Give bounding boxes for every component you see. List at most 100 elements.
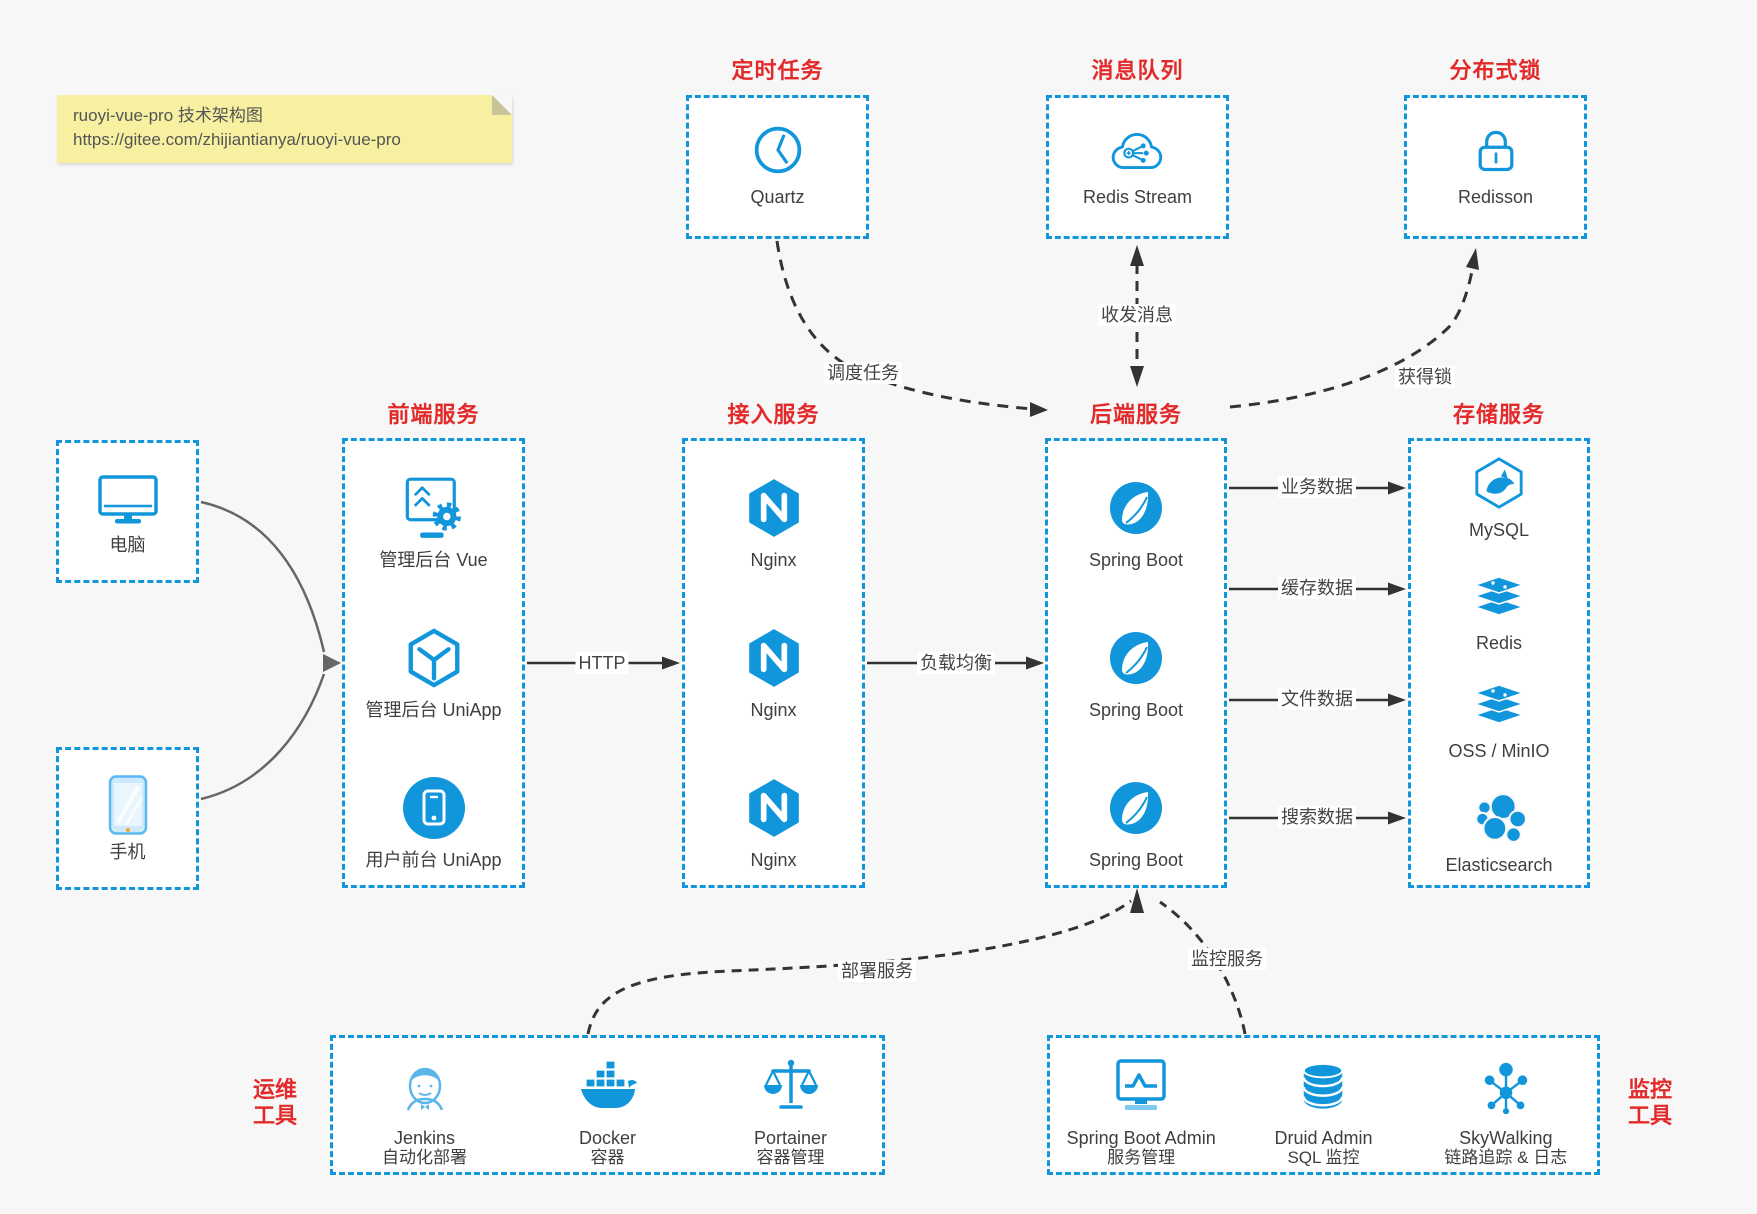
node-sba-desc: 服务管理 xyxy=(1107,1148,1176,1167)
access-box: Nginx Nginx Nginx xyxy=(682,438,865,888)
edge-label-search-data: 搜索数据 xyxy=(1278,806,1356,828)
backend-box: Spring Boot Spring Boot Spring Boot xyxy=(1045,438,1227,888)
node-quartz: Quartz xyxy=(689,122,866,208)
node-sba: Spring Boot Admin 服务管理 xyxy=(1050,1038,1232,1172)
node-portainer: Portainer 容器管理 xyxy=(699,1038,882,1172)
node-springboot-3: Spring Boot xyxy=(1048,776,1224,871)
node-nginx-2-label: Nginx xyxy=(750,700,797,720)
node-nginx-1: Nginx xyxy=(685,476,862,571)
node-nginx-1-label: Nginx xyxy=(750,550,797,570)
clock-icon xyxy=(752,124,804,176)
group-title-monitoring: 监控 工具 xyxy=(1613,1077,1687,1129)
node-docker-desc: 容器 xyxy=(590,1148,625,1167)
node-sba-name: Spring Boot Admin xyxy=(1066,1128,1216,1148)
monitoring-title-line1: 监控 xyxy=(1627,1077,1672,1102)
note-url: https://gitee.com/zhijiantianya/ruoyi-vu… xyxy=(73,130,401,149)
node-mysql-label: MySQL xyxy=(1468,520,1529,540)
node-redis-stream-label: Redis Stream xyxy=(1082,187,1193,207)
node-user-uniapp-label: 用户前台 UniApp xyxy=(365,850,502,870)
node-phone-label: 手机 xyxy=(109,842,146,862)
node-springboot-2: Spring Boot xyxy=(1048,626,1224,721)
mq-box: Redis Stream xyxy=(1046,95,1229,239)
node-redisson-label: Redisson xyxy=(1457,187,1534,207)
group-title-mq: 消息队列 xyxy=(1091,58,1184,83)
node-redis-stream: Redis Stream xyxy=(1049,122,1226,208)
note-fold-corner xyxy=(492,95,512,115)
mysql-icon xyxy=(1472,456,1526,510)
node-docker: Docker 容器 xyxy=(516,1038,699,1172)
nginx-icon xyxy=(746,627,802,689)
user-app-icon xyxy=(402,776,466,840)
edge-label-cache-data: 缓存数据 xyxy=(1278,577,1356,599)
edge-label-biz-data: 业务数据 xyxy=(1278,476,1356,498)
node-jenkins-desc: 自动化部署 xyxy=(382,1148,467,1167)
computer-box: 电脑 xyxy=(56,440,199,583)
spring-boot-icon xyxy=(1108,780,1164,836)
monitor-chart-icon xyxy=(1110,1058,1172,1116)
edge-label-dispatch: 调度任务 xyxy=(824,362,902,384)
node-redis-label: Redis xyxy=(1475,633,1523,653)
edge-label-http: HTTP xyxy=(575,652,629,674)
redis-icon xyxy=(1473,575,1525,617)
edge-label-monitor: 监控服务 xyxy=(1188,948,1266,970)
node-springboot-1-label: Spring Boot xyxy=(1088,550,1184,570)
spring-boot-icon xyxy=(1108,480,1164,536)
group-title-storage: 存储服务 xyxy=(1452,402,1545,427)
node-nginx-3: Nginx xyxy=(685,776,862,871)
node-redisson: Redisson xyxy=(1407,122,1584,208)
ops-title-line1: 运维 xyxy=(252,1077,297,1102)
phone-box: 手机 xyxy=(56,747,199,890)
nginx-icon xyxy=(746,477,802,539)
phone-icon xyxy=(100,775,156,835)
node-skywalking: SkyWalking 链路追踪 & 日志 xyxy=(1415,1038,1597,1172)
node-admin-uniapp-label: 管理后台 UniApp xyxy=(365,700,502,720)
jenkins-icon xyxy=(395,1057,455,1117)
edge-dispatch-task xyxy=(775,240,1048,417)
node-springboot-2-label: Spring Boot xyxy=(1088,700,1184,720)
node-portainer-name: Portainer xyxy=(753,1128,828,1148)
node-computer: 电脑 xyxy=(59,468,196,556)
node-redis: Redis xyxy=(1411,568,1587,654)
edge-label-file-data: 文件数据 xyxy=(1278,688,1356,710)
oss-minio-icon xyxy=(1473,683,1525,725)
portainer-icon xyxy=(761,1057,821,1117)
monitoring-box: Spring Boot Admin 服务管理 Druid Admin SQL 监… xyxy=(1047,1035,1600,1175)
node-druid: Druid Admin SQL 监控 xyxy=(1232,1038,1414,1172)
node-mysql: MySQL xyxy=(1411,455,1587,541)
node-admin-uniapp: 管理后台 UniApp xyxy=(345,626,522,721)
node-nginx-2: Nginx xyxy=(685,626,862,721)
group-title-lock: 分布式锁 xyxy=(1449,58,1542,83)
lock-box: Redisson xyxy=(1404,95,1587,239)
edge-clients-to-frontend xyxy=(200,500,341,801)
node-nginx-3-label: Nginx xyxy=(750,850,797,870)
scheduler-box: Quartz xyxy=(686,95,869,239)
storage-box: MySQL Redis OSS / MinIO Elasticsearch xyxy=(1408,438,1590,888)
node-portainer-desc: 容器管理 xyxy=(756,1148,825,1167)
computer-icon xyxy=(98,470,158,526)
node-skywalking-name: SkyWalking xyxy=(1459,1128,1553,1148)
note-title: ruoyi-vue-pro 技术架构图 xyxy=(73,106,263,125)
node-elasticsearch-label: Elasticsearch xyxy=(1445,855,1553,875)
group-title-scheduler: 定时任务 xyxy=(731,58,824,83)
node-jenkins-name: Jenkins xyxy=(393,1128,456,1148)
node-springboot-3-label: Spring Boot xyxy=(1088,850,1184,870)
docker-icon xyxy=(577,1057,639,1117)
node-druid-name: Druid Admin xyxy=(1274,1128,1373,1148)
monitoring-title-line2: 工具 xyxy=(1627,1103,1672,1128)
node-phone: 手机 xyxy=(59,775,196,863)
spring-boot-icon xyxy=(1108,630,1164,686)
nginx-icon xyxy=(746,777,802,839)
database-icon xyxy=(1294,1061,1352,1113)
node-oss-label: OSS / MinIO xyxy=(1448,741,1550,761)
node-elasticsearch: Elasticsearch xyxy=(1411,790,1587,876)
elasticsearch-icon xyxy=(1472,791,1526,845)
ops-box: Jenkins 自动化部署 Docker 容器 Portainer 容器管理 xyxy=(330,1035,885,1175)
group-title-frontend: 前端服务 xyxy=(387,402,480,427)
node-docker-name: Docker xyxy=(578,1128,636,1148)
node-computer-label: 电脑 xyxy=(109,535,146,555)
ops-title-line2: 工具 xyxy=(252,1103,297,1128)
edge-label-messages: 收发消息 xyxy=(1098,304,1176,326)
admin-vue-icon xyxy=(404,476,464,540)
lock-icon xyxy=(1470,124,1522,176)
